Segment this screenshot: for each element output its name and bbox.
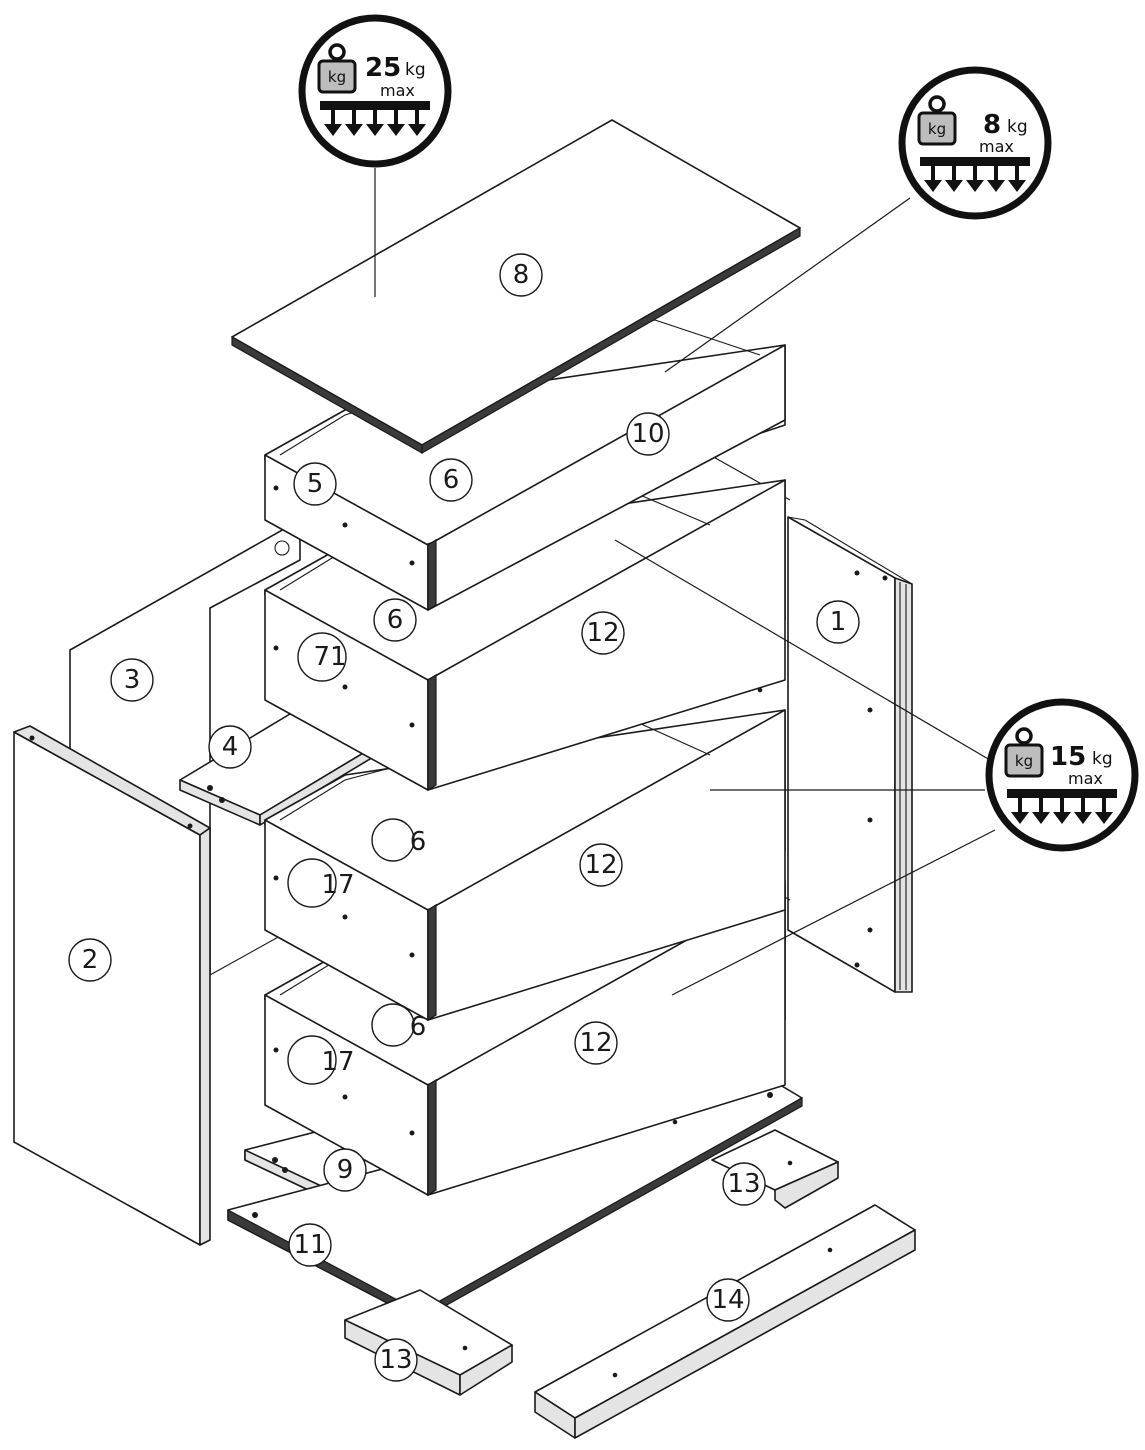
- part-11-callout: 11: [288, 1223, 332, 1267]
- svg-text:kg: kg: [928, 120, 946, 138]
- base-block-left: [344, 1289, 513, 1396]
- part-6-callout-a: 6: [429, 458, 473, 502]
- svg-text:13: 13: [379, 1345, 412, 1375]
- svg-text:11: 11: [293, 1230, 326, 1260]
- part-12-callout-b: 12: [579, 843, 623, 887]
- base-rail-long: [534, 1204, 916, 1439]
- svg-text:3: 3: [124, 665, 141, 695]
- svg-text:8: 8: [983, 110, 1001, 140]
- side-panel-right: [787, 516, 913, 993]
- part-4-callout: 4: [208, 725, 252, 769]
- part-10-callout: 10: [626, 412, 670, 456]
- svg-text:kg: kg: [1007, 117, 1028, 137]
- svg-text:max: max: [1068, 769, 1103, 788]
- svg-text:4: 4: [222, 732, 239, 762]
- part-6-callout-b: 6: [373, 598, 417, 642]
- part-1-callout: 1: [816, 600, 860, 644]
- part-5-callout: 5: [293, 462, 337, 506]
- part-callouts: 1 2 3 4 5 6 6 6 6 8 9 10 11 12 12 12 13 …: [68, 253, 860, 1382]
- load-badge-small-drawer: kg 8 kg max: [898, 66, 1052, 220]
- part-9-callout: 9: [323, 1148, 367, 1192]
- svg-text:5: 5: [307, 469, 324, 499]
- svg-text:kg: kg: [1092, 749, 1113, 769]
- svg-text:kg: kg: [405, 60, 426, 80]
- part-12-callout-a: 12: [581, 611, 625, 655]
- svg-text:9: 9: [337, 1155, 354, 1185]
- part-8-callout: 8: [499, 253, 543, 297]
- part-2-callout: 2: [68, 938, 112, 982]
- svg-text:2: 2: [82, 945, 99, 975]
- load-arrows-icon: [320, 101, 430, 136]
- leader-lines: [374, 168, 996, 996]
- part-6-callout-c: 6: [371, 818, 427, 862]
- svg-text:10: 10: [631, 419, 664, 449]
- svg-text:max: max: [979, 137, 1014, 156]
- svg-text:13: 13: [727, 1169, 760, 1199]
- part-12-callout-c: 12: [574, 1021, 618, 1065]
- part-14-callout: 14: [706, 1278, 750, 1322]
- svg-text:max: max: [380, 81, 415, 100]
- svg-text:17: 17: [321, 1047, 354, 1077]
- svg-text:6: 6: [443, 465, 460, 495]
- svg-text:71: 71: [313, 642, 346, 672]
- part-17-callout-a: 17: [287, 858, 355, 908]
- load-badge-top: kg 25 kg max: [298, 14, 452, 168]
- plinth-front: [227, 1069, 803, 1322]
- svg-text:14: 14: [711, 1285, 744, 1315]
- side-panel-left: [13, 725, 211, 1246]
- svg-text:8: 8: [513, 260, 530, 290]
- svg-text:6: 6: [387, 605, 404, 635]
- part-71-callout: 71: [297, 632, 347, 682]
- part-3-callout: 3: [110, 658, 154, 702]
- svg-text:kg: kg: [328, 68, 346, 86]
- weight-icon: kg: [317, 43, 357, 94]
- svg-text:1: 1: [830, 607, 847, 637]
- svg-text:kg: kg: [1015, 752, 1033, 770]
- svg-text:17: 17: [321, 870, 354, 900]
- load-arrows-icon: [920, 157, 1030, 192]
- part-6-callout-d: 6: [371, 1003, 427, 1047]
- weight-icon: kg: [917, 95, 957, 146]
- svg-text:25: 25: [365, 53, 401, 83]
- part-13-callout-a: 13: [722, 1162, 766, 1206]
- part-13-callout-b: 13: [374, 1338, 418, 1382]
- svg-text:12: 12: [586, 618, 619, 648]
- svg-text:6: 6: [410, 827, 427, 857]
- svg-text:12: 12: [584, 850, 617, 880]
- svg-text:15: 15: [1050, 742, 1086, 772]
- svg-text:12: 12: [579, 1028, 612, 1058]
- svg-text:6: 6: [410, 1012, 427, 1042]
- load-badge-large-drawers: kg 15 kg max: [985, 698, 1139, 852]
- load-arrows-icon: [1007, 789, 1117, 824]
- weight-icon: kg: [1004, 727, 1044, 778]
- part-17-callout-b: 17: [287, 1035, 355, 1085]
